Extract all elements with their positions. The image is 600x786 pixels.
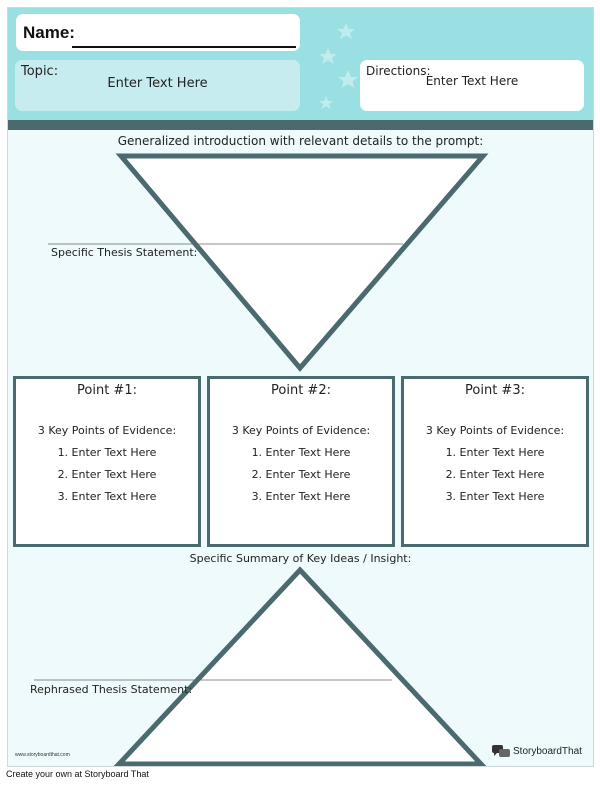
storyboardthat-logo-icon	[492, 744, 510, 757]
point-item[interactable]: 1. Enter Text Here	[57, 446, 157, 459]
topic-label: Topic:	[21, 64, 59, 79]
header: Name: Topic: Enter Text Here Directions:…	[8, 8, 593, 120]
point-title: Point #2:	[271, 383, 331, 398]
header-divider	[8, 120, 593, 130]
name-line	[72, 46, 296, 48]
point-box-1[interactable]: Point #1: 3 Key Points of Evidence: 1. E…	[13, 376, 201, 547]
point-title: Point #3:	[465, 383, 525, 398]
page-caption: Create your own at Storyboard That	[6, 769, 149, 779]
point-subtitle: 3 Key Points of Evidence:	[231, 424, 371, 437]
intro-triangle	[115, 153, 489, 372]
point-item[interactable]: 3. Enter Text Here	[445, 490, 545, 503]
name-box[interactable]: Name:	[16, 14, 300, 51]
summary-label: Specific Summary of Key Ideas / Insight:	[189, 552, 412, 565]
directions-box[interactable]: Directions: Enter Text Here	[360, 60, 584, 111]
funnel-diagram	[34, 153, 489, 766]
directions-label: Directions:	[366, 64, 431, 78]
point-item[interactable]: 1. Enter Text Here	[445, 446, 545, 459]
topic-value[interactable]: Enter Text Here	[107, 76, 208, 91]
point-item[interactable]: 3. Enter Text Here	[251, 490, 351, 503]
storyboardthat-logo: StoryboardThat	[492, 743, 582, 759]
point-item[interactable]: 2. Enter Text Here	[445, 468, 545, 481]
point-item[interactable]: 2. Enter Text Here	[57, 468, 157, 481]
point-box-3[interactable]: Point #3: 3 Key Points of Evidence: 1. E…	[401, 376, 589, 547]
intro-label: Generalized introduction with relevant d…	[117, 134, 484, 148]
worksheet: Name: Topic: Enter Text Here Directions:…	[7, 7, 594, 767]
point-item[interactable]: 3. Enter Text Here	[57, 490, 157, 503]
point-subtitle: 3 Key Points of Evidence:	[425, 424, 565, 437]
point-box-2[interactable]: Point #2: 3 Key Points of Evidence: 1. E…	[207, 376, 395, 547]
point-subtitle: 3 Key Points of Evidence:	[37, 424, 177, 437]
rephrased-label: Rephrased Thesis Statement:	[30, 683, 193, 696]
conclusion-triangle	[113, 566, 487, 766]
point-item[interactable]: 1. Enter Text Here	[251, 446, 351, 459]
topic-box[interactable]: Topic: Enter Text Here	[15, 60, 300, 111]
footer-url: www.storyboardthat.com	[15, 752, 70, 758]
directions-value[interactable]: Enter Text Here	[425, 74, 519, 88]
point-item[interactable]: 2. Enter Text Here	[251, 468, 351, 481]
thesis-label: Specific Thesis Statement:	[51, 246, 198, 259]
point-title: Point #1:	[77, 383, 137, 398]
logo-text: StoryboardThat	[513, 745, 582, 757]
star-icon	[319, 23, 358, 109]
name-label: Name:	[23, 23, 75, 42]
